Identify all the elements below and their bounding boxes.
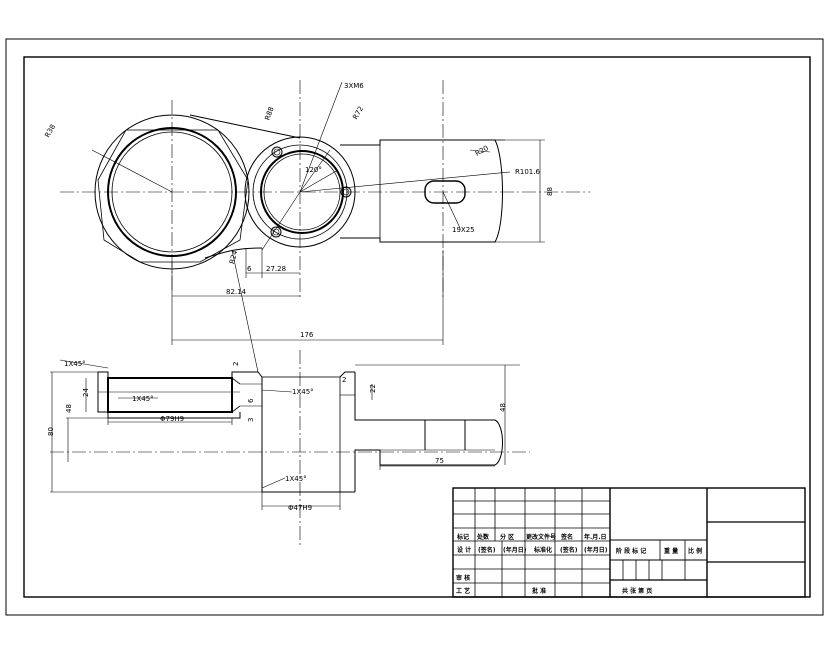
dim-88: 88 [546, 187, 554, 196]
front-view [50, 249, 530, 545]
dim-dia-47: Φ47H9 [288, 504, 312, 512]
dim-angle: 120° [305, 166, 322, 174]
tb-row-label-3: 更改文件号 [526, 533, 556, 541]
dim-22: 22 [369, 384, 377, 393]
tb-stage-label: 阶 段 标 记 [616, 547, 646, 555]
title-block [452, 487, 806, 598]
tb-row-label-2: 分 区 [500, 533, 514, 541]
tb-review: 审 核 [456, 574, 470, 582]
tb-row-label-0: 标记 [456, 533, 469, 541]
dim-75: 75 [435, 457, 444, 465]
tb-row-label-5: 年.月.日 [584, 533, 607, 541]
dim-r-top2: R72 [351, 105, 365, 121]
tb-design-3: 标准化 [533, 546, 552, 554]
outer-border [5, 38, 824, 616]
tb-design-1: (签名) [478, 546, 496, 554]
dim-3: 3 [247, 418, 255, 422]
dim-radius: R101.6 [515, 168, 540, 176]
dim-r-top1: R88 [263, 106, 275, 122]
dim-chamfer-top-left: 1X45° [64, 360, 86, 368]
tb-design-5: (年月日) [584, 546, 608, 554]
dim-2-b: 2 [342, 376, 346, 384]
dim-27-28: 27.28 [266, 265, 286, 273]
dim-r-left: R38 [43, 123, 57, 139]
dim-thread: 3XM6 [344, 82, 364, 90]
dim-82-14: 82.14 [226, 288, 247, 296]
dim-dia-79: Φ79H9 [160, 415, 184, 423]
tb-design-2: (年月日) [503, 546, 527, 554]
top-view [60, 80, 590, 345]
dim-24: 24 [82, 388, 90, 397]
dim-r-lower: R20 [474, 144, 490, 158]
tb-sheet-count: 共 张 第 页 [622, 587, 652, 595]
tb-weight-label: 重 量 [664, 547, 678, 555]
dim-chamfer-bottom: 1X45° [285, 475, 307, 483]
tb-process: 工 艺 [456, 587, 470, 595]
tb-row-label-4: 签名 [560, 533, 573, 541]
dim-6-b: 6 [247, 398, 255, 403]
dim-48-right: 48 [499, 403, 507, 412]
dim-2-a: 2 [232, 362, 240, 366]
dim-48-left: 48 [65, 404, 73, 413]
inner-border [23, 56, 811, 598]
dim-80: 80 [47, 427, 55, 436]
tb-row-label-1: 处数 [476, 533, 490, 541]
tb-design-4: (签名) [560, 546, 578, 554]
tb-scale-label: 比 例 [688, 547, 702, 555]
tb-design-0: 设 计 [457, 546, 471, 554]
dim-176: 176 [300, 331, 314, 339]
dim-slot: 19X25 [452, 226, 475, 234]
dim-chamfer-a: 1X45° [292, 388, 314, 396]
dim-r-mid: R24 [228, 249, 239, 265]
dim-chamfer-hole: 1X45° [132, 395, 154, 403]
tb-approve: 批 准 [532, 587, 546, 595]
dim-6: 6 [247, 265, 252, 273]
